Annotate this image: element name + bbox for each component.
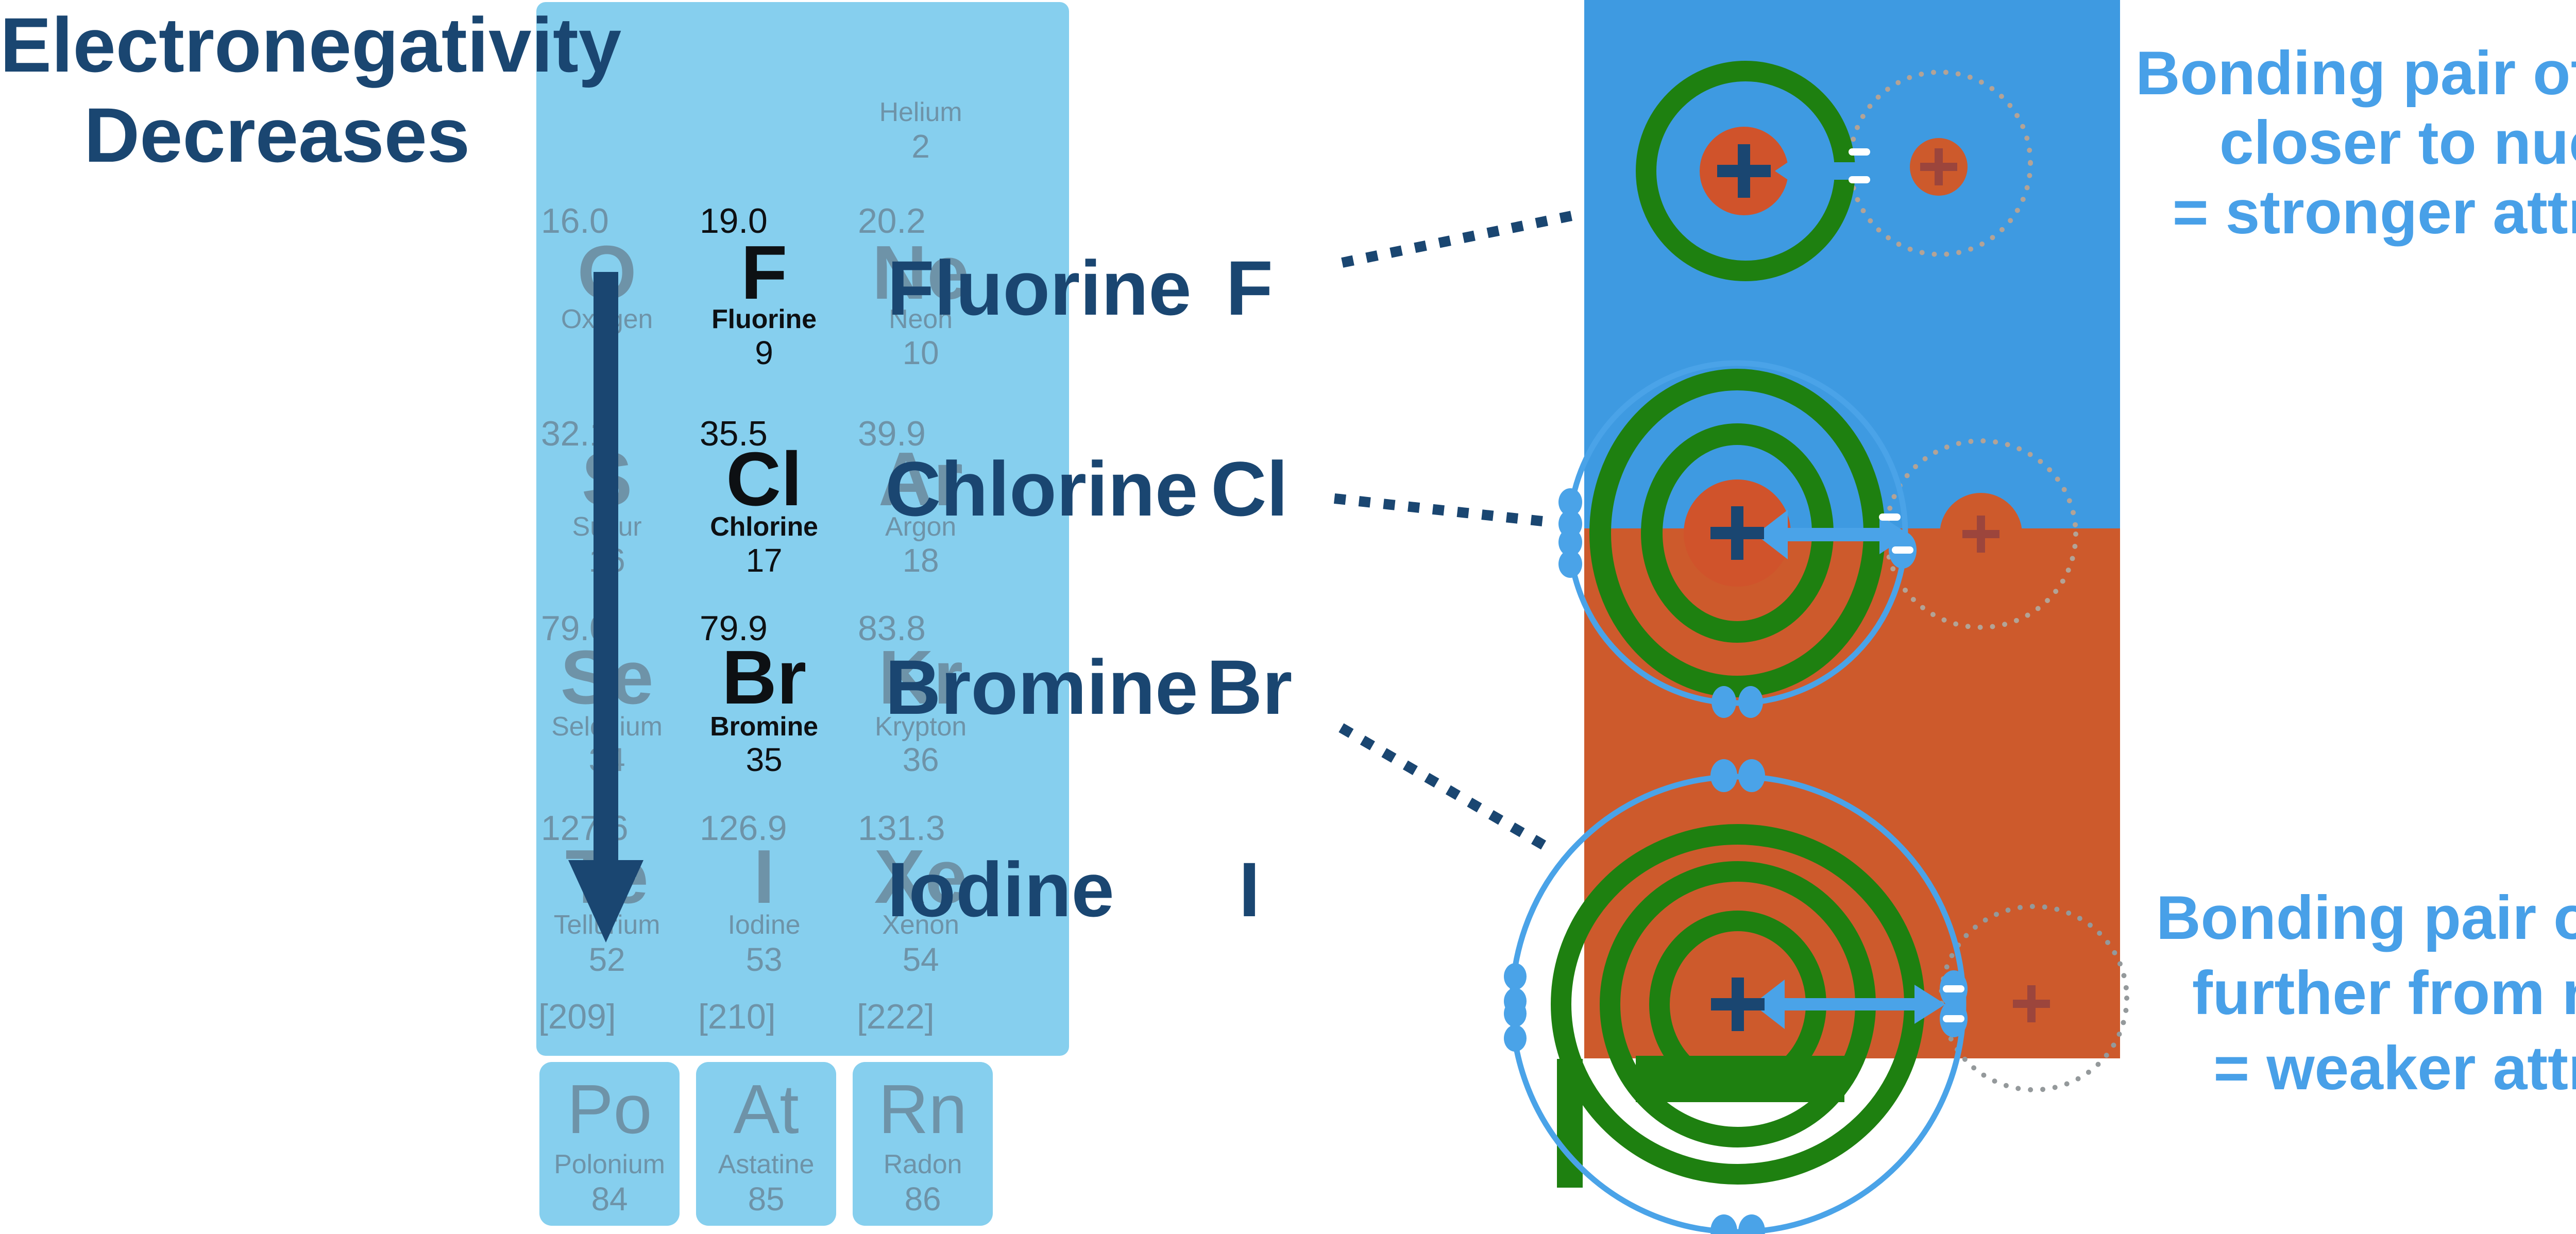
element-xenon-name: Xenon — [882, 910, 959, 940]
element-xenon-number: 54 — [902, 941, 939, 978]
element-radon-number: 86 — [904, 1180, 941, 1218]
element-iodine-name: Iodine — [727, 910, 801, 940]
element-neon-mass: 20.2 — [858, 201, 926, 241]
chlorine-connector-dotted-line — [1333, 493, 1558, 528]
halogen-label-bromine: Bromine — [885, 644, 1198, 730]
title-line-2: Decreases — [83, 92, 470, 178]
astatine-box — [696, 1062, 836, 1226]
element-neon-name: Neon — [889, 304, 953, 334]
element-iodine-mass: 126.9 — [700, 809, 787, 848]
element-krypton-name: Krypton — [874, 712, 967, 742]
element-krypton-symbol: Kr — [878, 635, 963, 720]
element-radon-mass: [222] — [857, 997, 935, 1036]
element-neon-symbol: Ne — [872, 230, 970, 315]
element-helium-number: 2 — [911, 128, 930, 165]
element-chlorine-name: Chlorine — [710, 512, 818, 542]
element-chlorine-mass: 35.5 — [700, 414, 768, 453]
element-fluorine-mass: 19.0 — [700, 201, 768, 241]
bonding-electron-minus-icon — [1849, 148, 1870, 156]
bonding-electron-minus-icon — [1943, 1015, 1964, 1022]
element-fluorine-number: 9 — [755, 334, 773, 371]
decreasing-arrow-icon — [568, 272, 643, 942]
element-iodine-symbol: I — [753, 834, 775, 919]
green-artifact-bar-horizontal — [1636, 1056, 1844, 1102]
element-radon-name: Radon — [883, 1150, 962, 1179]
caption-weaker-attraction: Bonding pair of electrons further from n… — [2156, 880, 2576, 1106]
fluorine-atom-diagram — [1636, 61, 2033, 281]
chlorine-plus-icon — [1710, 506, 1764, 560]
caption-stronger-attraction: Bonding pair of electrons closer to nucl… — [2136, 39, 2576, 247]
fluorine-plus-icon — [1717, 144, 1771, 198]
element-neon-number: 10 — [902, 334, 939, 371]
element-bromine-symbol: Br — [721, 635, 807, 720]
bromine-partner-plus-icon — [2013, 985, 2050, 1022]
halogen-symbol-iodine: I — [1239, 846, 1260, 933]
element-bromine-number: 35 — [745, 741, 783, 778]
element-argon-name: Argon — [885, 512, 956, 542]
chlorine-partner-plus-icon — [1962, 516, 1999, 553]
bromine-connector-dotted-line — [1338, 723, 1552, 853]
element-astatine-name: Astatine — [718, 1150, 815, 1179]
element-astatine-number: 85 — [748, 1180, 785, 1218]
bromine-plus-icon — [1711, 978, 1765, 1031]
element-astatine-symbol: At — [733, 1070, 799, 1148]
bonding-electron-minus-icon — [1879, 513, 1901, 521]
element-argon-symbol: Ar — [878, 437, 963, 522]
bonding-electron-minus-icon — [1943, 985, 1964, 992]
element-chlorine-number: 17 — [745, 542, 783, 579]
caption-bottom-line-1: Bonding pair of electrons — [2156, 883, 2576, 952]
element-krypton-number: 36 — [902, 741, 939, 778]
element-polonium-symbol: Po — [567, 1070, 652, 1148]
caption-top-line-3: = stronger attraction — [2172, 178, 2576, 247]
element-chlorine-symbol: Cl — [726, 437, 802, 522]
caption-top-line-1: Bonding pair of electrons — [2136, 39, 2576, 108]
halogen-symbol-chlorine: Cl — [1211, 445, 1288, 532]
element-krypton-mass: 83.8 — [858, 609, 926, 648]
element-polonium-number: 84 — [591, 1180, 628, 1218]
element-iodine-number: 53 — [745, 941, 783, 978]
caption-bottom-line-3: = weaker attraction — [2213, 1034, 2576, 1103]
element-xenon-symbol: Xe — [874, 834, 968, 919]
halogen-symbol-bromine: Br — [1206, 644, 1293, 730]
halogen-label-iodine: Iodine — [887, 846, 1114, 933]
polonium-box — [539, 1062, 680, 1226]
bonding-electron-minus-icon — [1892, 546, 1913, 554]
halogen-symbol-fluorine: F — [1226, 245, 1273, 331]
halogen-label-chlorine: Chlorine — [885, 445, 1198, 532]
element-astatine-mass: [210] — [698, 997, 776, 1036]
element-polonium-mass: [209] — [538, 997, 616, 1036]
element-polonium-name: Polonium — [554, 1150, 665, 1179]
element-bromine-name: Bromine — [710, 712, 818, 742]
caption-top-line-2: closer to nucleus — [2219, 108, 2576, 177]
element-fluorine-symbol: F — [740, 230, 788, 315]
bromine-attraction-arrow — [1753, 980, 1945, 1029]
fluorine-partner-plus-icon — [1920, 148, 1957, 185]
chlorine-atom-diagram — [1558, 360, 2078, 718]
element-oxygen-mass: 16.0 — [541, 201, 609, 241]
element-xenon-mass: 131.3 — [858, 809, 945, 848]
element-bromine-mass: 79.9 — [700, 609, 768, 648]
element-fluorine-name: Fluorine — [711, 304, 817, 334]
halogen-label-fluorine: Fluorine — [887, 245, 1192, 331]
fluorine-connector-dotted-line — [1341, 207, 1593, 268]
title-line-1: Electronegativity — [0, 2, 621, 88]
element-helium-name: Helium — [879, 97, 962, 127]
element-argon-number: 18 — [902, 542, 939, 579]
chlorine-attraction-arrow — [1756, 510, 1909, 559]
bromine-partner-shell-dotted — [1939, 904, 2129, 1092]
bromine-electron-pairs — [1504, 759, 1765, 1234]
chlorine-electron-pairs — [1558, 488, 1763, 718]
electronegativity-title: Electronegativity Decreases — [0, 0, 621, 180]
radon-box — [853, 1062, 993, 1226]
periodic-table-background — [536, 2, 1069, 1056]
bonding-electron-minus-icon — [1849, 176, 1870, 183]
element-argon-mass: 39.9 — [858, 414, 926, 453]
bromine-atom-diagram — [1504, 759, 2129, 1234]
element-radon-symbol: Rn — [878, 1070, 968, 1148]
caption-bottom-line-2: further from nucleus — [2192, 958, 2576, 1027]
element-tellurium-number: 52 — [588, 941, 625, 978]
